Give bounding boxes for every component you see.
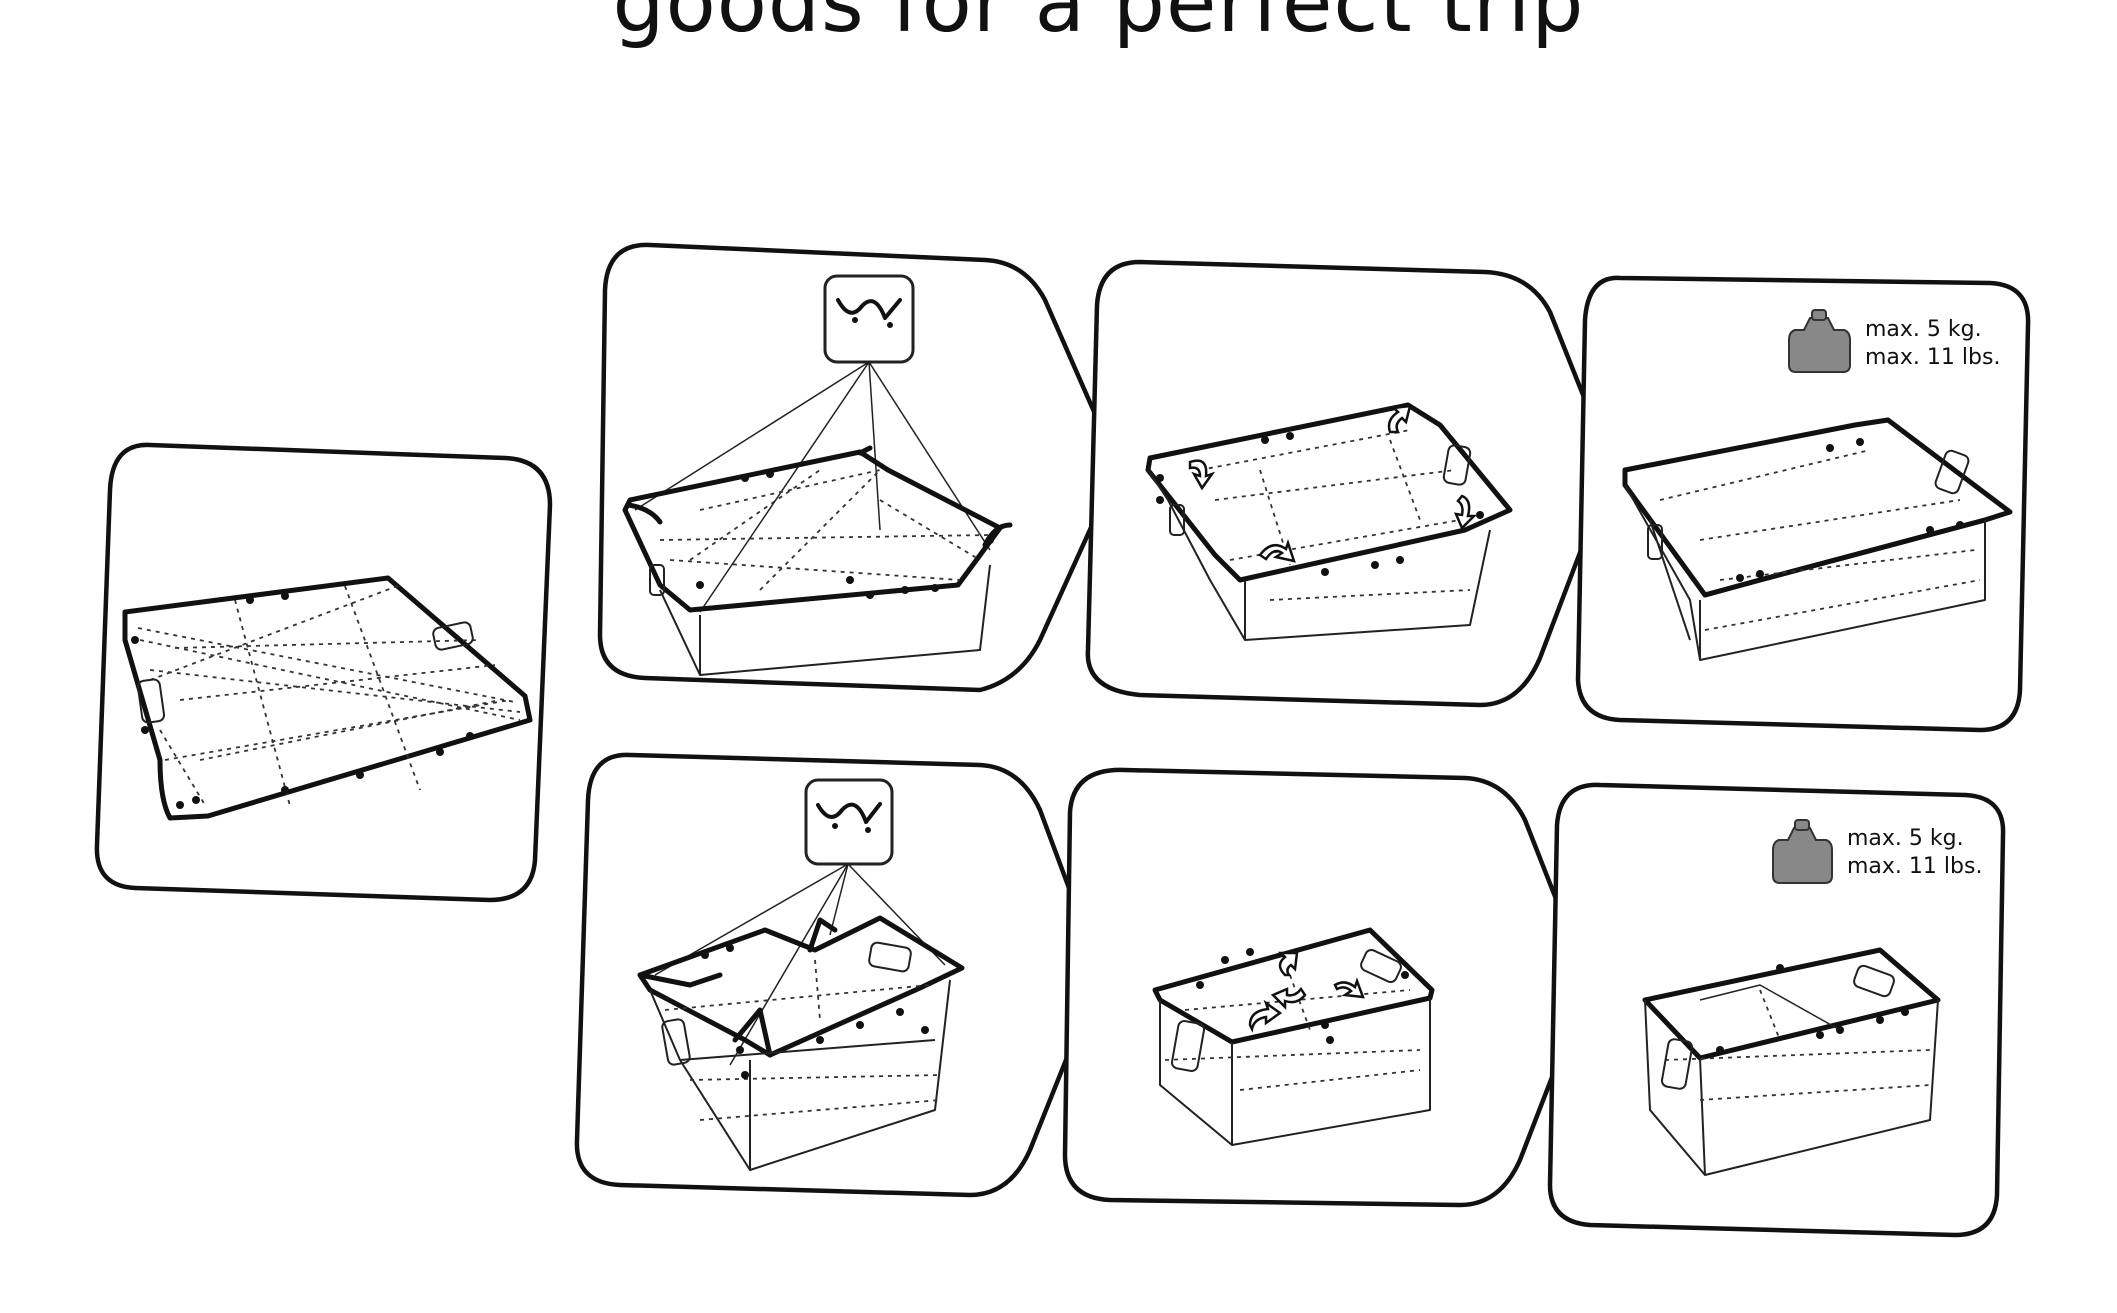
step-1-flat-sheet [94,442,553,903]
step-2a-fold-corners [597,242,1117,693]
step-4a-finished-tray: max. 5 kg. max. 11 lbs. [1575,275,2031,733]
weight-limit-kg: max. 5 kg. [1847,826,1964,851]
step-3b-raise-walls-tall [1062,767,1587,1208]
step-3a-raise-walls [1085,259,1612,708]
step-4b-finished-box: max. 5 kg. max. 11 lbs. [1547,782,2006,1238]
weight-icon [1772,819,1833,884]
page-title: goods for a perfect trip [612,0,1585,51]
weight-limit-lbs: max. 11 lbs. [1847,854,1982,879]
weight-limit-lbs: max. 11 lbs. [1865,345,2000,370]
step-2b-fold-corners-tall [574,752,1099,1198]
fold-arrow-icon [1248,951,1365,1033]
weight-icon [1788,309,1851,373]
fold-arrow-icon [1188,404,1478,563]
weight-limit-kg: max. 5 kg. [1865,317,1982,342]
